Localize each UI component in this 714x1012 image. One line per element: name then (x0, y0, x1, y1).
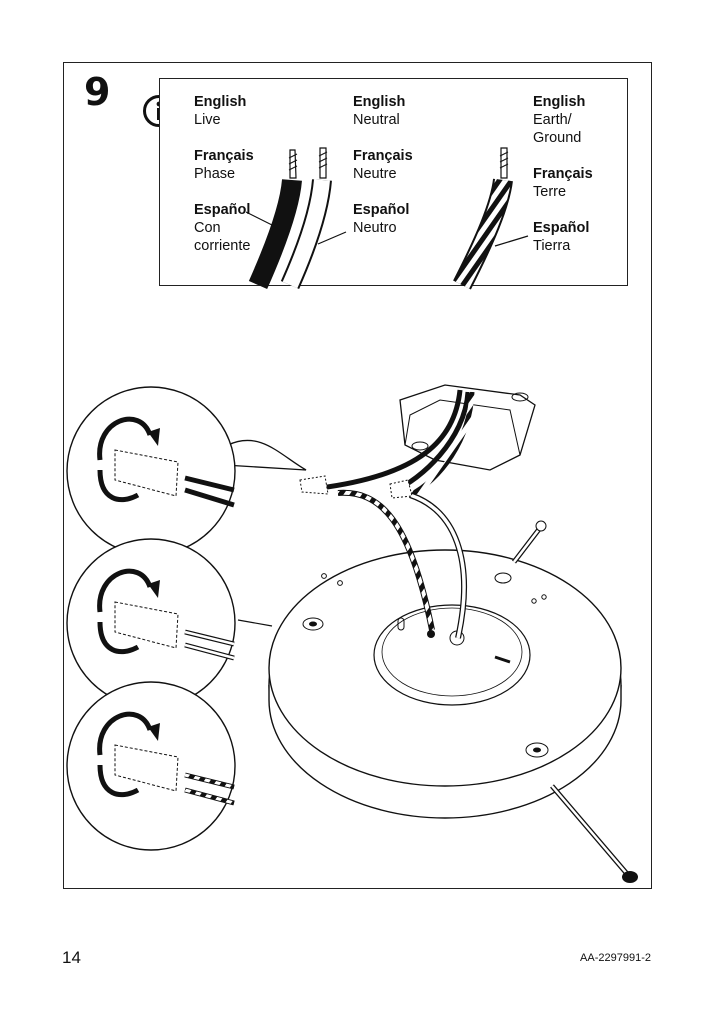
legend-lang: English (353, 94, 406, 110)
earth-wire-icon (453, 147, 529, 290)
legend-term: Terre (533, 184, 567, 200)
detail-circle-earth (66, 681, 236, 851)
document-code: AA-2297991-2 (580, 952, 651, 964)
legend-lang: Español (533, 220, 590, 236)
lamp-base (268, 549, 622, 819)
legend-term: Neutro (353, 220, 397, 236)
neutral-wire-icon (280, 147, 347, 290)
legend-term: Live (194, 112, 221, 128)
wire-legend: English Live Français Phase Español Con … (159, 78, 628, 286)
legend-lang: Français (353, 148, 413, 164)
instruction-frame (63, 62, 652, 889)
legend-lang: English (533, 94, 586, 110)
connection-wires (299, 389, 475, 639)
legend-term: Con corriente (194, 220, 251, 254)
legend-lang: Español (353, 202, 410, 218)
legend-term: Neutre (353, 166, 397, 182)
detail-circle-neutral (66, 538, 273, 708)
step-number: 9 (84, 70, 111, 114)
legend-earth-column: English Earth/ Ground Français Terre Esp… (533, 93, 593, 273)
legend-neutral-column: English Neutral Français Neutre Español … (353, 93, 413, 255)
callout-pointer (224, 439, 307, 471)
legend-term: Tierra (533, 238, 571, 254)
legend-live-column: English Live Français Phase Español Con … (194, 93, 254, 273)
legend-lang: English (194, 94, 247, 110)
legend-lang: Français (194, 148, 254, 164)
detail-circle-live (66, 386, 236, 556)
mounting-rod (512, 520, 638, 883)
legend-term: Phase (194, 166, 236, 182)
legend-term: Neutral (353, 112, 400, 128)
legend-term: Earth/ Ground (533, 112, 582, 146)
live-wire-icon (245, 149, 302, 290)
page-number: 14 (62, 948, 81, 967)
legend-lang: Français (533, 166, 593, 182)
legend-lang: Español (194, 202, 251, 218)
